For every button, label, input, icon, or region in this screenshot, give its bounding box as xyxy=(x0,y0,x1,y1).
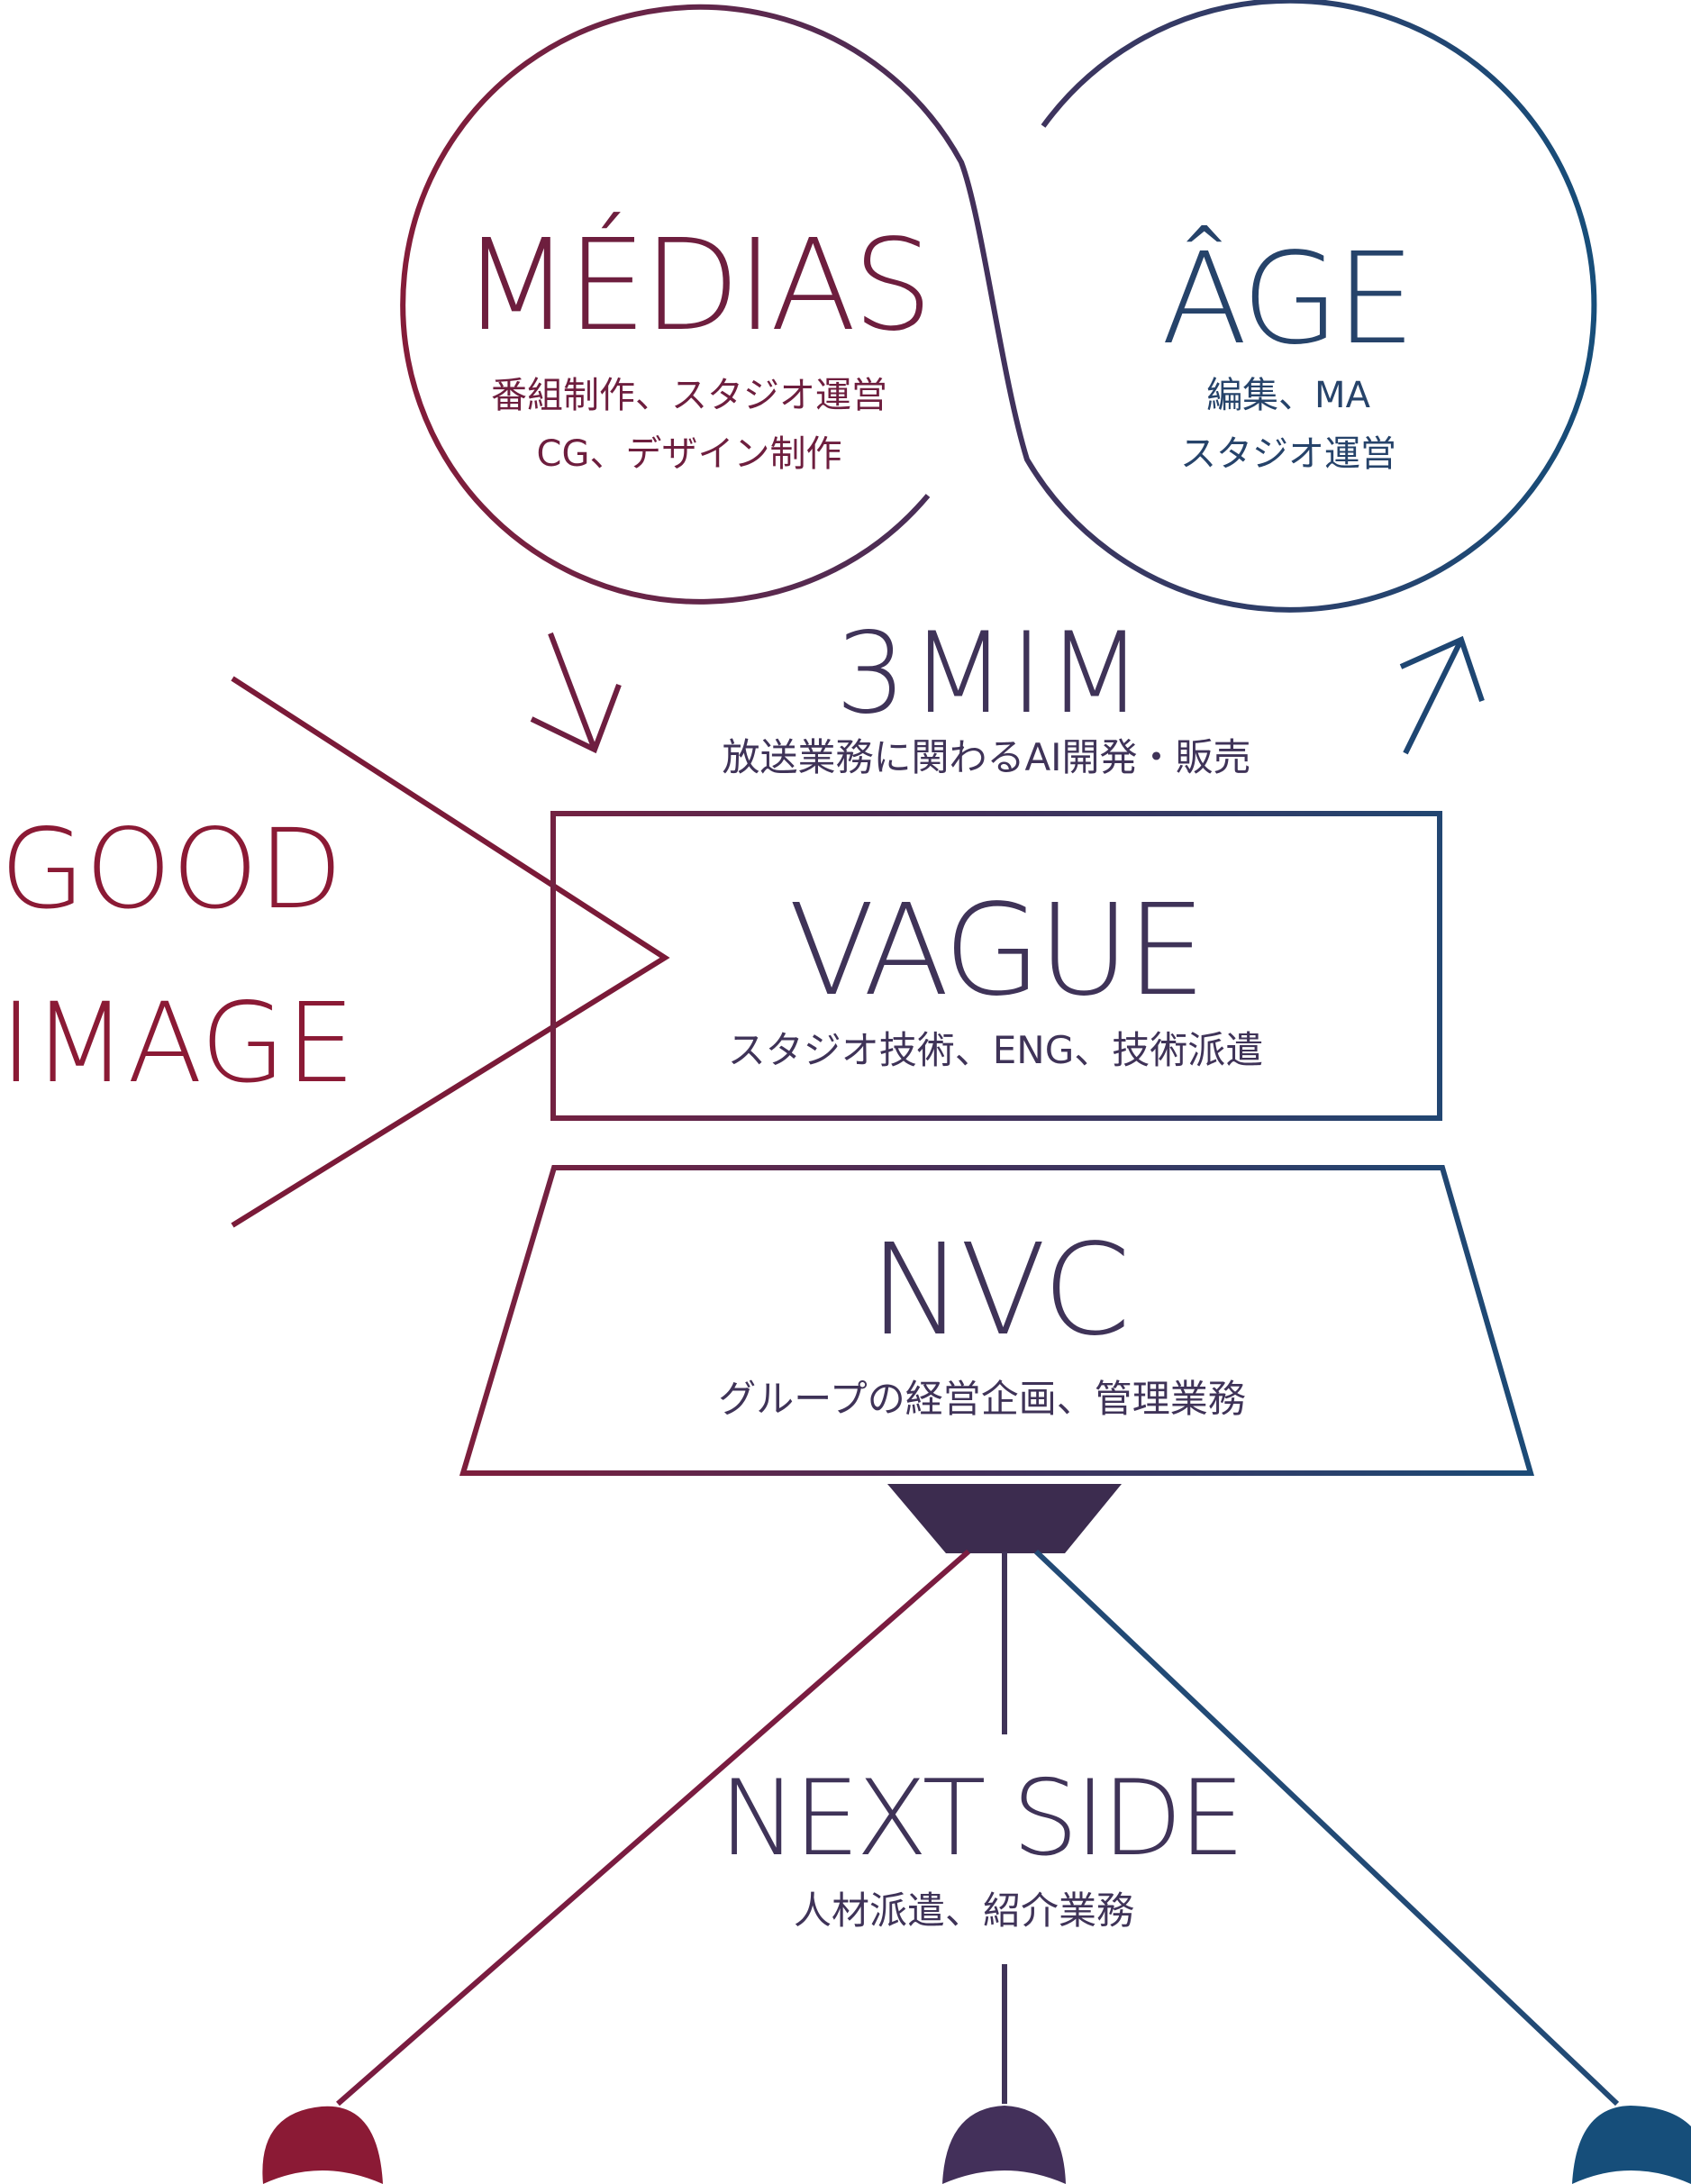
vague-box xyxy=(550,811,1442,1121)
next-side-title: NEXT SIDE xyxy=(719,1758,1241,1879)
age-description-line-2: スタジオ運営 xyxy=(1180,433,1396,475)
branch-node-right xyxy=(1572,2106,1691,2184)
arrow-down-medias-to-vague xyxy=(530,632,622,754)
branch-line-left xyxy=(336,1549,970,2107)
medias-title: MÉDIAS xyxy=(462,211,930,359)
branch-line-right xyxy=(1033,1549,1620,2107)
branch-node-center xyxy=(942,2106,1066,2184)
mim-description: 放送業務に関わるAI開発・販売 xyxy=(722,735,1250,779)
next-side-description: 人材派遣、紹介業務 xyxy=(794,1888,1134,1933)
good-image-label-line-1: GOOD xyxy=(0,805,343,933)
nvc-title: NVC xyxy=(869,1217,1127,1364)
mim-logo-title: 3MIM xyxy=(835,609,1146,739)
connector-hub xyxy=(887,1484,1122,1553)
age-description-line-1: 編集、MA xyxy=(1206,375,1371,416)
branch-node-left xyxy=(262,2106,383,2184)
good-image-chevron-line xyxy=(231,676,670,1228)
nvc-description: グループの経営企画、管理業務 xyxy=(718,1377,1245,1421)
medias-description-line-1: 番組制作、スタジオ運営 xyxy=(491,375,887,416)
vague-description: スタジオ技術、ENG、技術派遣 xyxy=(728,1028,1264,1072)
vague-title: VAGUE xyxy=(788,878,1203,1024)
age-title: ÂGE xyxy=(1161,224,1412,373)
medias-age-loop-line xyxy=(400,0,1597,613)
nvc-trapezoid xyxy=(459,1165,1534,1476)
good-image-label-line-2: IMAGE xyxy=(0,979,355,1107)
arrow-up-vague-to-age xyxy=(1399,635,1485,755)
medias-description-line-2: CG、デザイン制作 xyxy=(537,433,842,475)
